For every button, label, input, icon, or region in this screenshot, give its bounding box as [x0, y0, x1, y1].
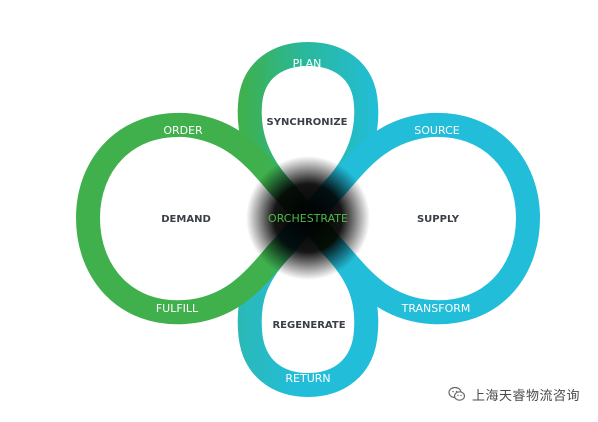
- supply-loop: [319, 112, 541, 325]
- label-orchestrate: ORCHESTRATE: [268, 212, 348, 225]
- label-synchronize: SYNCHRONIZE: [267, 117, 348, 128]
- demand-loop: [75, 112, 297, 325]
- label-source: SOURCE: [414, 124, 459, 137]
- watermark-text: 上海天睿物流咨询: [471, 388, 580, 404]
- watermark: 上海天睿物流咨询: [448, 385, 580, 404]
- orchestrate-hub: [246, 156, 370, 280]
- plan-loop: [237, 41, 379, 204]
- label-regenerate: REGENERATE: [272, 320, 345, 331]
- label-order: ORDER: [163, 124, 203, 137]
- label-supply: SUPPLY: [417, 214, 460, 225]
- label-plan: PLAN: [293, 57, 322, 70]
- return-loop: [237, 233, 379, 398]
- label-return: RETURN: [285, 372, 330, 385]
- wechat-icon: [448, 386, 466, 401]
- label-demand: DEMAND: [161, 214, 211, 225]
- label-transform: TRANSFORM: [401, 302, 471, 315]
- label-fulfill: FULFILL: [156, 302, 199, 315]
